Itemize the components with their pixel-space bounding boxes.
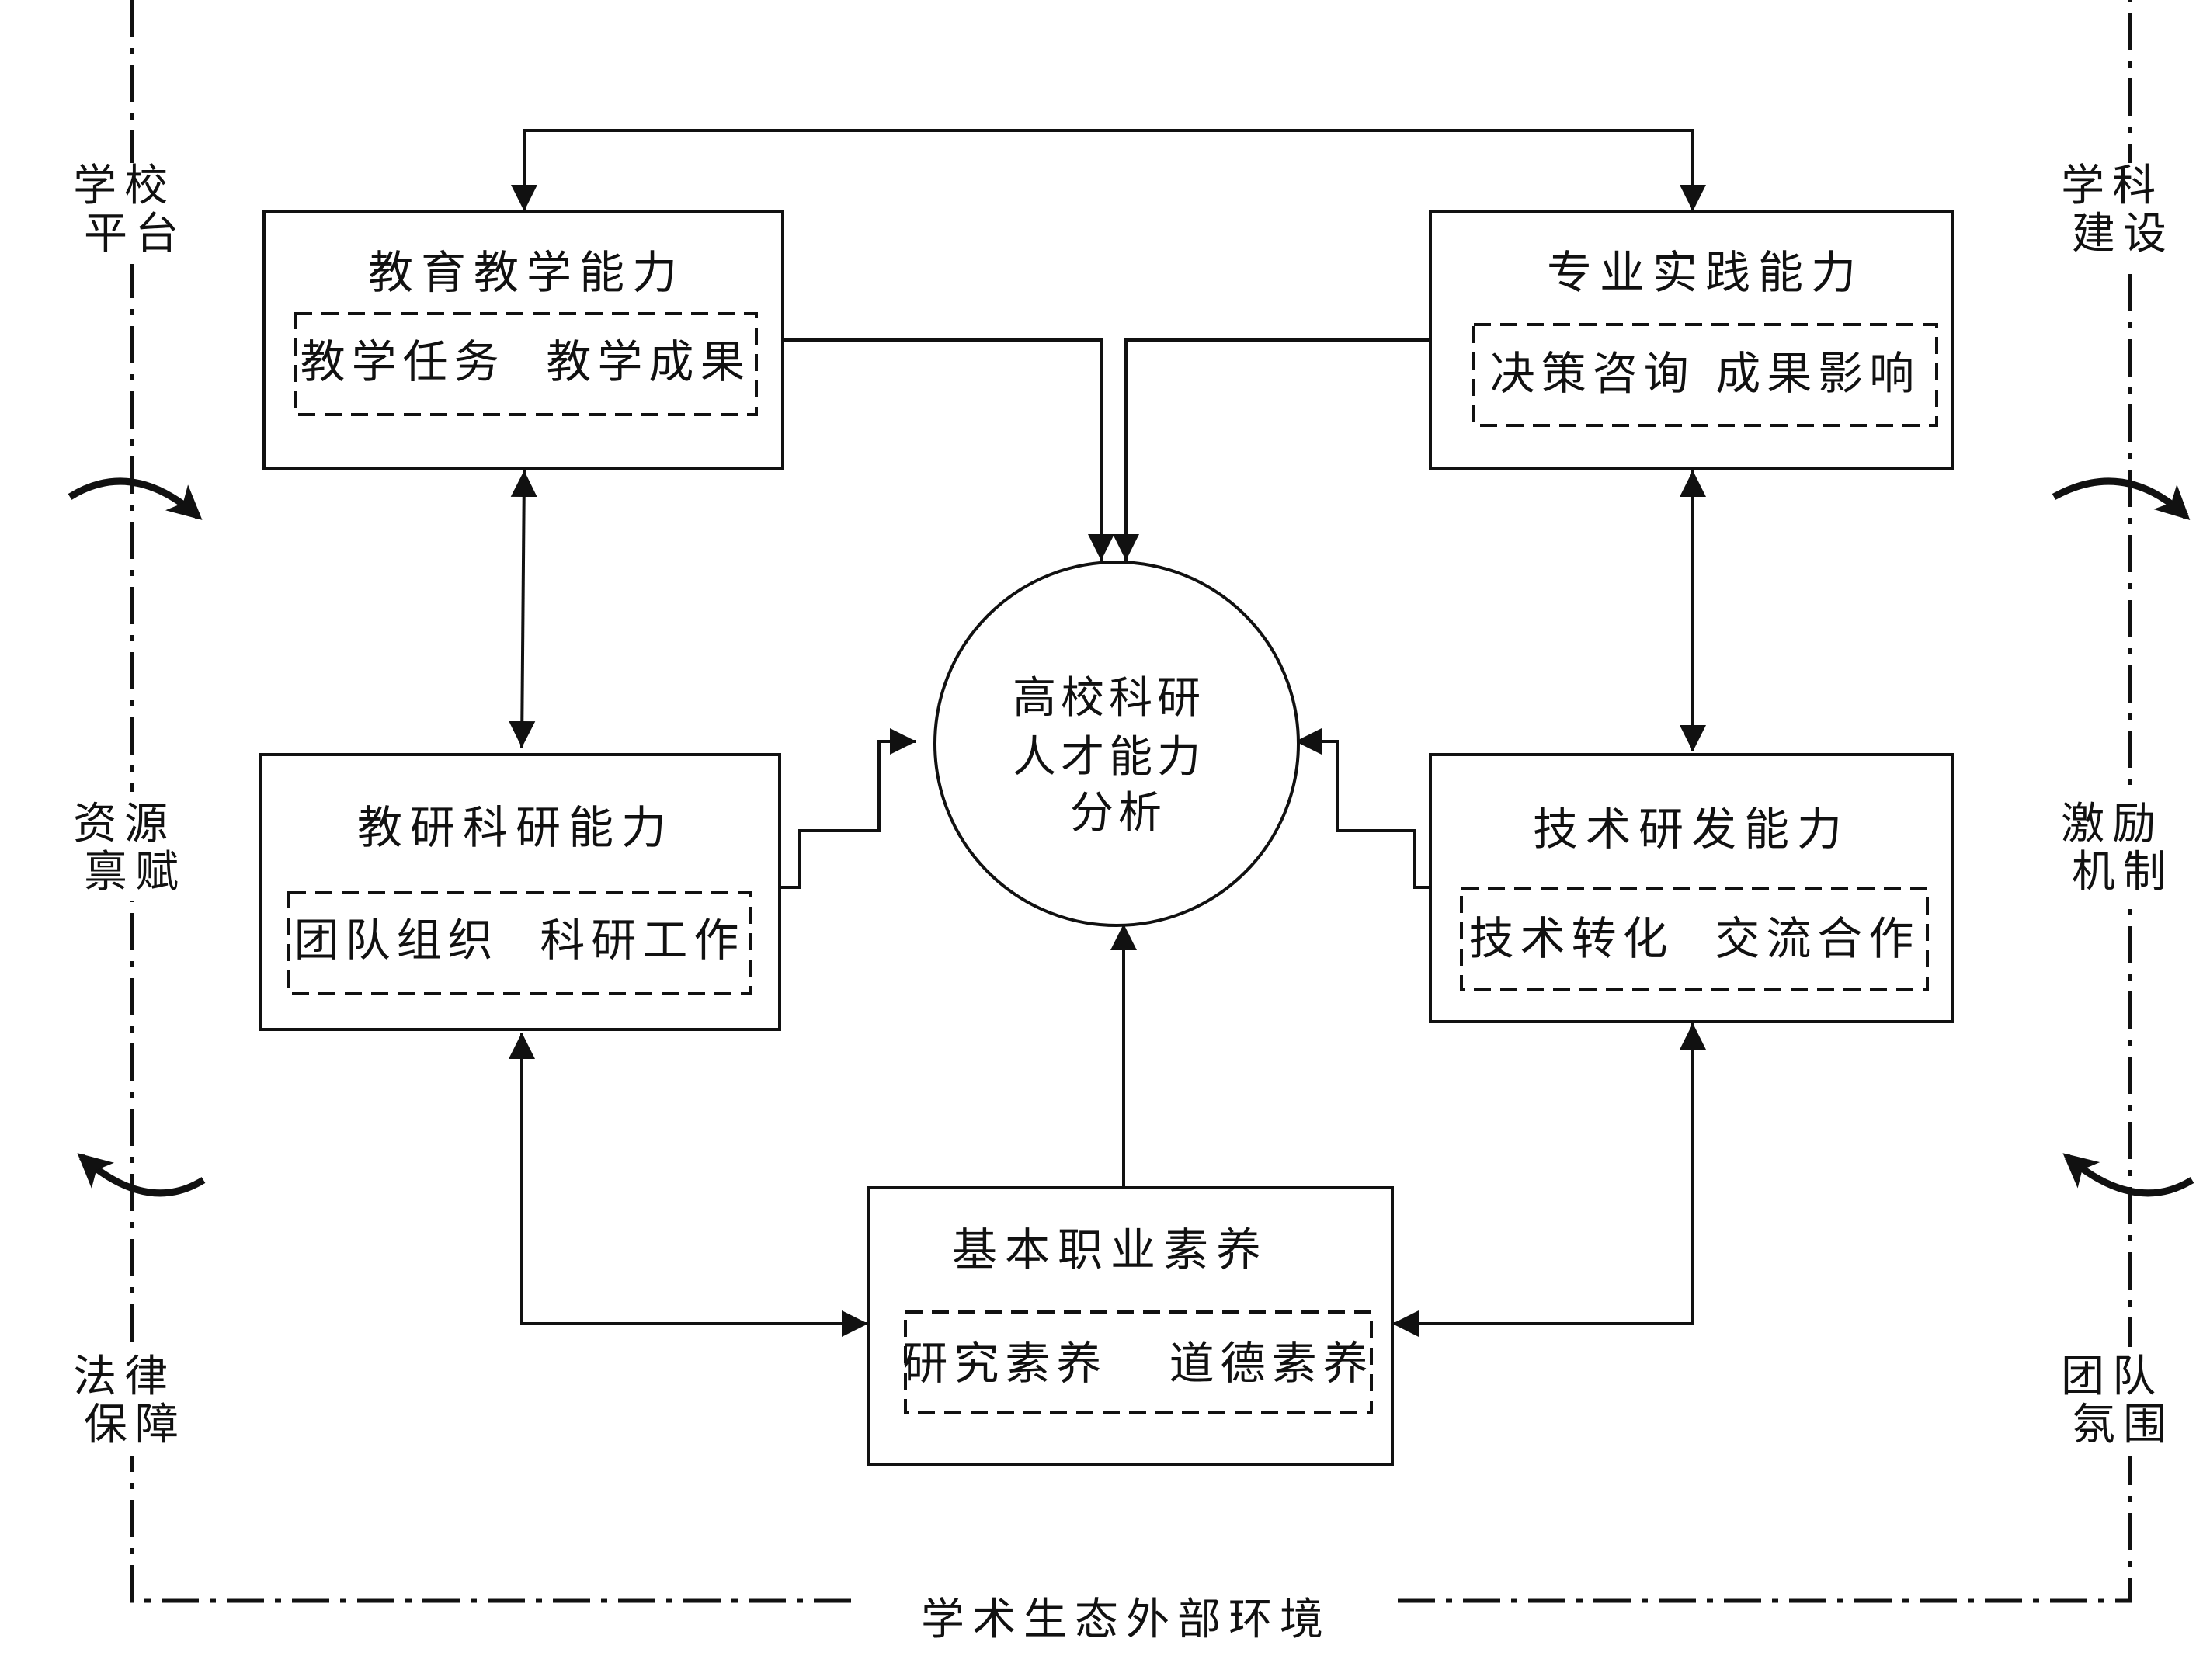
box-literacy-items: 研究素养 道德素养 (902, 1337, 1374, 1390)
side-label-discipline-construction: 学科 建设 (2061, 161, 2185, 259)
box-research-ability: 教研科研能力 团队组织 科研工作 (259, 753, 781, 1031)
center-analysis-circle: 高校科研 人才能力 分析 (933, 561, 1300, 927)
connectors (509, 129, 1706, 1337)
box-tech-title: 技术研发能力 (1533, 803, 1850, 856)
side-label-resource-endowment: 资源 禀赋 (73, 799, 197, 897)
side-labels-left: 学校 平台 资源 禀赋 法律 保障 (73, 161, 197, 1456)
box-practice-items: 决策咨询 成果影响 (1490, 347, 1920, 400)
curved-arrow-right-top (2052, 477, 2191, 521)
curved-arrow-left-bottom (77, 1153, 206, 1197)
side-labels-right: 学科 建设 激励 机制 团队 氛围 (2061, 161, 2185, 1456)
curved-arrow-right-bottom (2062, 1153, 2194, 1197)
box-teaching-ability: 教育教学能力 教学任务 教学成果 (262, 210, 784, 470)
side-label-team-atmosphere: 团队 氛围 (2061, 1352, 2185, 1450)
box-professional-literacy: 基本职业素养 研究素养 道德素养 (867, 1186, 1394, 1466)
environment-frame (130, 0, 2132, 1603)
cycle-arrows (68, 477, 2194, 1197)
box-teaching-title: 教育教学能力 (368, 246, 685, 299)
side-label-incentive-mechanism: 激励 机制 (2061, 799, 2185, 897)
box-practice-title: 专业实践能力 (1547, 246, 1864, 299)
side-label-school-platform: 学校 平台 (73, 161, 197, 259)
curved-arrow-left-top (68, 477, 203, 520)
box-literacy-title: 基本职业素养 (952, 1224, 1269, 1276)
box-teaching-items: 教学任务 教学成果 (301, 335, 752, 388)
box-tech-items: 技术转化 交流合作 (1469, 912, 1920, 965)
box-tech-development: 技术研发能力 技术转化 交流合作 (1429, 753, 1954, 1023)
environment-label: 学术生态外部环境 (921, 1595, 1331, 1645)
box-practice-ability: 专业实践能力 决策咨询 成果影响 (1429, 210, 1954, 470)
box-research-items: 团队组织 科研工作 (294, 914, 745, 967)
box-research-title: 教研科研能力 (357, 801, 674, 854)
side-label-legal-guarantee: 法律 保障 (73, 1352, 197, 1450)
center-label: 高校科研 人才能力 分析 (1013, 673, 1224, 838)
